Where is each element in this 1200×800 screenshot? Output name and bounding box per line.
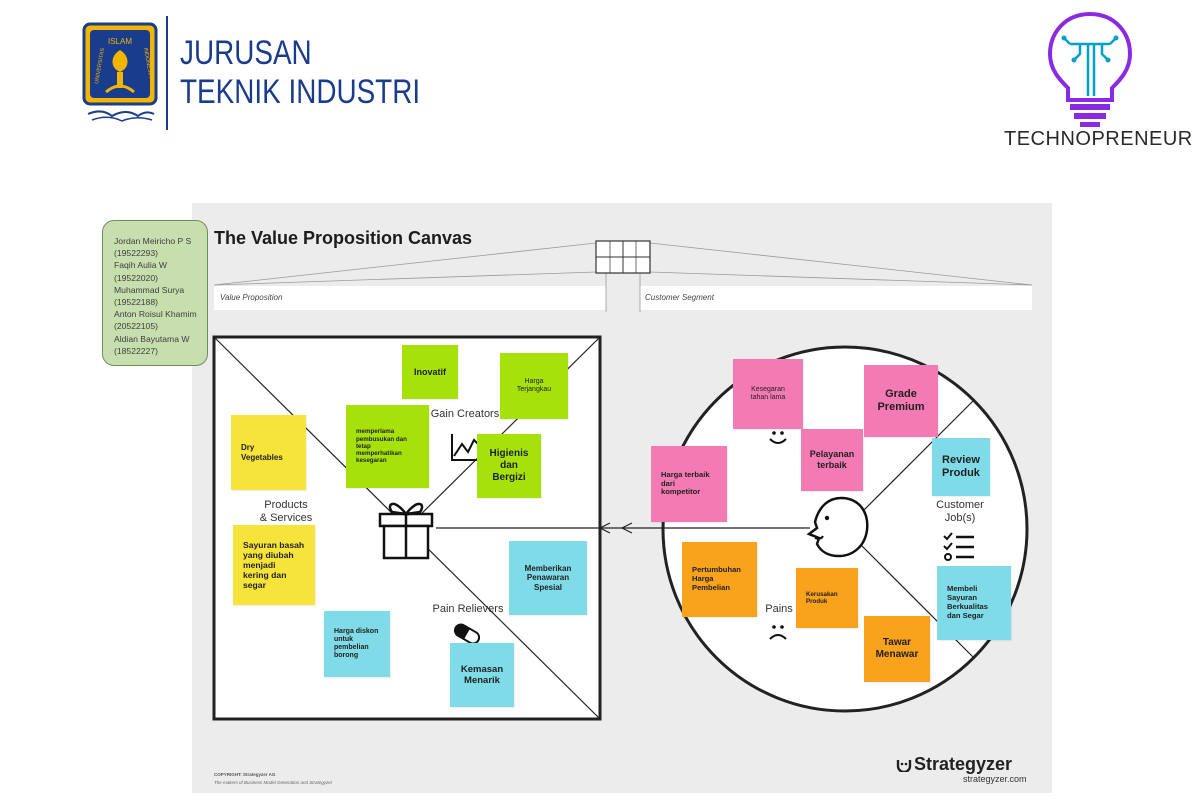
checklist-icon (943, 532, 974, 561)
department-line-1: JURUSAN (180, 34, 312, 72)
chart-trend-icon (451, 434, 482, 461)
footer-copyright: COPYRIGHT: Strategyzer AG (214, 772, 276, 777)
products-services-label: Products & Services (259, 499, 313, 524)
mini-canvas-icon (595, 240, 651, 274)
university-seal-logo: ISLAM UNIVERSITAS INDONESIA (82, 22, 158, 122)
value-proposition-band (214, 286, 606, 310)
customer-segment-band (640, 286, 1032, 310)
note-kemasan-menarik: Kemasan Menarik (450, 643, 514, 707)
note-dry-vegetables: Dry Vegetables (231, 415, 306, 490)
note-harga-diskon: Harga diskon untuk pembelian borong (324, 611, 390, 677)
team-line: Faqih Aulia W (114, 260, 168, 271)
strategyzer-url: strategyzer.com (963, 774, 1027, 784)
team-line: Muhammad Surya (114, 284, 185, 295)
team-line: (19522293) (114, 248, 158, 259)
note-grade-premium: Grade Premium (864, 365, 938, 437)
gift-icon (378, 502, 434, 560)
team-line: Aldian Bayutama W (114, 333, 190, 344)
note-inovatif: Inovatif (402, 345, 458, 399)
gain-creators-label: Gain Creators (430, 408, 500, 420)
note-memberikan-penawaran: Memberikan Penawaran Spesial (509, 541, 587, 615)
customer-jobs-label: Customer Job(s) (936, 499, 984, 524)
lightbulb-icon (1047, 11, 1133, 127)
note-membeli-sayuran: Membeli Sayuran Berkualitas dan Segar (937, 566, 1011, 640)
strategyzer-logo-icon (896, 760, 912, 772)
note-sayuran-basah: Sayuran basah yang diubah menjadi kering… (233, 525, 315, 605)
note-pertumbuhan-harga: Pertumbuhan Harga Pembelian (682, 542, 757, 617)
pill-icon (453, 623, 481, 645)
note-review-produk: Review Produk (932, 438, 990, 496)
seal-text-top: ISLAM (108, 37, 132, 46)
note-tawar-menawar: Tawar Menawar (864, 616, 930, 682)
team-line: (18522227) (114, 345, 158, 356)
team-line: Jordan Meiricho P S (114, 236, 192, 246)
note-memperlama: memperlama pembusukan dan tetap memperha… (346, 405, 429, 488)
team-line: Anton Roisul Khamim (114, 309, 197, 320)
note-harga-terjangkau: Harga Terjangkau (500, 353, 568, 419)
seal-text-right: INDONESIA (142, 47, 153, 78)
footer-tagline: The makers of Business Model Generation … (214, 780, 333, 785)
face-profile-icon (806, 496, 869, 558)
strategyzer-brand: Strategyzer (914, 754, 1013, 774)
note-kerusakan-produk: Kerusakan Produk (796, 568, 858, 628)
note-pelayanan-terbaik: Pelayanan terbaik (801, 429, 863, 491)
pains-label: Pains (765, 603, 793, 615)
note-kesegaran: Kesegaran tahan lama (733, 359, 803, 429)
team-line: (19522020) (114, 272, 158, 283)
department-line-2: TEKNIK INDUSTRI (180, 73, 421, 111)
smiley-happy-icon (769, 431, 787, 444)
value-proposition-label: Value Proposition (220, 293, 283, 302)
team-members-box: Jordan Meiricho P S (19522293) Faqih Aul… (102, 220, 208, 366)
team-line: (19522188) (114, 297, 158, 308)
brand-name: TECHNOPRENEUR (1004, 128, 1193, 150)
note-harga-terbaik: Harga terbaik dari kompetitor (651, 446, 727, 522)
canvas-title: The Value Proposition Canvas (214, 228, 473, 248)
pain-relievers-label: Pain Relievers (432, 603, 504, 615)
smiley-sad-icon (769, 625, 787, 640)
team-line: (20522105) (114, 321, 158, 332)
header-divider (166, 16, 168, 130)
customer-segment-label: Customer Segment (645, 293, 714, 302)
note-higienis: Higienis dan Bergizi (477, 434, 541, 498)
